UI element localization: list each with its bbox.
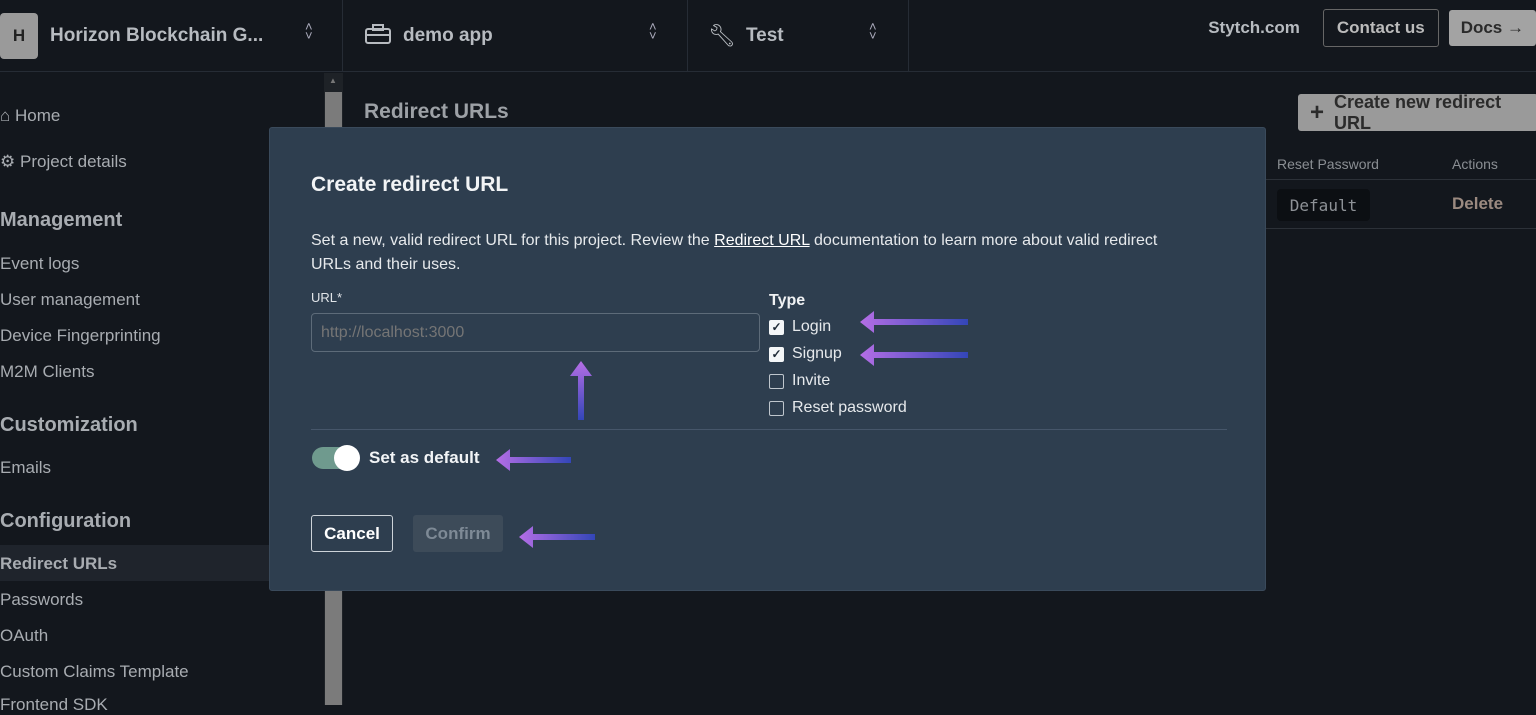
checkbox-checked-icon: ✓	[769, 319, 784, 335]
url-input[interactable]	[311, 313, 760, 352]
docs-button[interactable]: Docs →	[1448, 10, 1536, 46]
cancel-button[interactable]: Cancel	[311, 515, 393, 552]
org-name: Horizon Blockchain G...	[50, 25, 264, 46]
create-redirect-url-modal: Create redirect URL Set a new, valid red…	[269, 127, 1266, 591]
description-text: Set a new, valid redirect URL for this p…	[311, 232, 715, 249]
checkbox-label: Reset password	[792, 399, 907, 416]
checkbox-label: Signup	[792, 345, 842, 362]
org-switcher[interactable]: H Horizon Blockchain G... ˄˅	[0, 0, 343, 72]
docs-label: Docs	[1460, 18, 1503, 37]
org-badge: H	[0, 13, 38, 59]
chevron-up-down-icon: ˄˅	[649, 19, 657, 43]
create-button-label: Create new redirect URL	[1334, 91, 1502, 133]
sidebar-item-device-fingerprinting[interactable]: Device Fingerprinting	[0, 326, 161, 345]
plus-icon: +	[1310, 98, 1325, 126]
column-header-actions: Actions	[1452, 156, 1498, 172]
table-divider	[1266, 228, 1536, 229]
chevron-up-down-icon: ˄˅	[305, 19, 313, 43]
sidebar-item-custom-claims[interactable]: Custom Claims Template	[0, 662, 189, 681]
sidebar-item-oauth[interactable]: OAuth	[0, 626, 49, 645]
project-name: demo app	[403, 25, 493, 46]
sidebar-item-event-logs[interactable]: Event logs	[0, 254, 80, 273]
sidebar-item-emails[interactable]: Emails	[0, 458, 52, 477]
reset-password-default-chip: Default	[1277, 189, 1370, 221]
checkbox-empty-icon	[769, 400, 784, 416]
chevron-up-down-icon: ˄˅	[869, 19, 877, 43]
type-signup-checkbox[interactable]: ✓ Signup	[769, 345, 842, 363]
type-reset-password-checkbox[interactable]: Reset password	[769, 399, 907, 417]
sidebar-item-user-management[interactable]: User management	[0, 290, 140, 309]
delete-button[interactable]: Delete	[1452, 194, 1504, 213]
stytch-link[interactable]: Stytch.com	[1208, 18, 1300, 37]
type-label: Type	[769, 292, 806, 309]
modal-title: Create redirect URL	[311, 173, 509, 196]
home-icon: ⌂	[0, 106, 11, 125]
create-redirect-url-button[interactable]: + Create new redirect URL	[1298, 91, 1536, 133]
environment-switcher[interactable]: 🔧︎ Test ˄˅	[688, 0, 909, 72]
redirect-url-doc-link[interactable]: Redirect URL	[714, 232, 810, 249]
sidebar-item-project-details[interactable]: ⚙ Project details	[0, 152, 127, 172]
sidebar-item-label: Project details	[19, 152, 127, 171]
url-label: URL*	[311, 290, 343, 305]
column-header-reset-password: Reset Password	[1277, 156, 1379, 172]
table-divider	[1266, 179, 1536, 180]
set-default-label: Set as default	[369, 448, 480, 467]
arrow-right-icon: →	[1507, 18, 1524, 37]
checkbox-empty-icon	[769, 373, 784, 389]
sidebar-item-label: Home	[15, 106, 61, 125]
environment-name: Test	[745, 25, 784, 46]
description-text: documentation to learn more about valid …	[311, 232, 1158, 273]
type-invite-checkbox[interactable]: Invite	[769, 372, 830, 390]
scroll-up-icon[interactable]: ▲	[329, 76, 337, 85]
project-switcher[interactable]: demo app ˄˅	[343, 0, 688, 72]
sidebar-item-redirect-urls[interactable]: Redirect URLs	[0, 554, 118, 573]
briefcase-icon	[365, 23, 391, 49]
set-default-toggle[interactable]	[312, 445, 360, 471]
section-customization: Customization	[0, 414, 138, 436]
checkbox-label: Login	[792, 318, 832, 335]
contact-us-button[interactable]: Contact us	[1322, 9, 1439, 47]
sidebar-item-m2m-clients[interactable]: M2M Clients	[0, 362, 95, 381]
page-title: Redirect URLs	[364, 100, 509, 123]
modal-description: Set a new, valid redirect URL for this p…	[311, 229, 1191, 277]
wrench-icon: 🔧︎	[708, 23, 736, 48]
confirm-button[interactable]: Confirm	[413, 515, 503, 552]
sidebar-item-passwords[interactable]: Passwords	[0, 590, 84, 609]
checkbox-checked-icon: ✓	[769, 346, 784, 362]
sidebar-item-home[interactable]: ⌂ Home	[0, 106, 60, 126]
type-login-checkbox[interactable]: ✓ Login	[769, 318, 831, 336]
top-bar: H Horizon Blockchain G... ˄˅ demo app ˄˅…	[0, 0, 1536, 72]
section-management: Management	[0, 209, 123, 231]
modal-divider	[311, 429, 1227, 430]
gear-icon: ⚙	[0, 152, 16, 171]
checkbox-label: Invite	[792, 372, 831, 389]
toggle-knob	[334, 445, 360, 471]
sidebar-item-frontend-sdk[interactable]: Frontend SDK	[0, 695, 108, 714]
section-configuration: Configuration	[0, 510, 132, 532]
